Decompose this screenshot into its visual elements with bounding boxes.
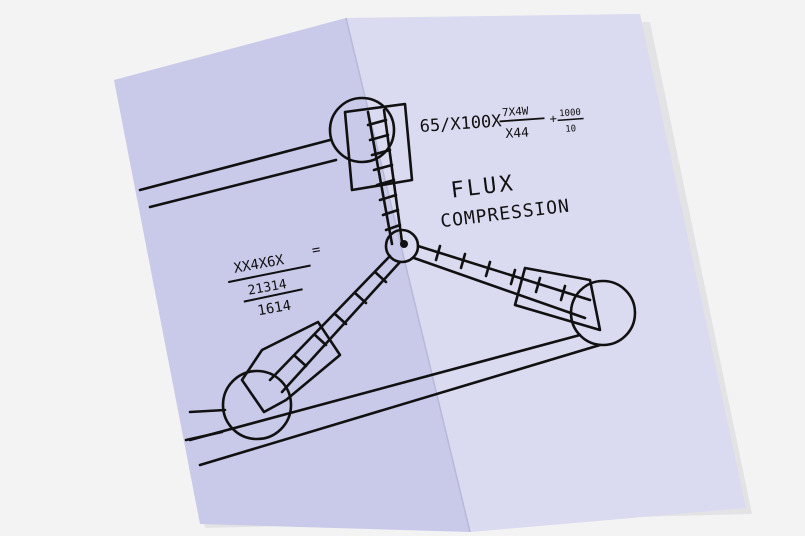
left-tube xyxy=(268,254,402,394)
formula-top-frac2-den: 10 xyxy=(565,124,577,135)
left-module-circle xyxy=(221,369,293,441)
left-module-box xyxy=(240,320,342,414)
formula-top-frac2-num: 1000 xyxy=(559,108,581,119)
right-module-circle xyxy=(569,279,637,347)
right-module-box xyxy=(513,266,602,332)
road-line xyxy=(188,333,582,442)
flux-capacitor-drawing xyxy=(138,96,637,467)
formula-left: XX4X6X = 21314 1614 xyxy=(227,242,322,320)
paper-fold xyxy=(345,17,471,533)
formula-left-line2: 21314 xyxy=(247,277,288,299)
top-module-box xyxy=(343,102,414,192)
top-tube xyxy=(366,108,404,246)
road-line xyxy=(138,138,332,192)
formula-top: 65/X100X 7X4W X44 + 1000 10 xyxy=(419,104,584,142)
formula-top-numerator: 7X4W xyxy=(502,104,530,119)
formula-left-equals: = xyxy=(311,242,322,259)
road-line xyxy=(148,158,338,209)
formula-top-denominator: X44 xyxy=(505,125,530,142)
road-line xyxy=(198,343,602,467)
top-module-circle xyxy=(328,96,396,164)
formula-top-plus: + xyxy=(549,111,557,125)
paper-left-panel xyxy=(114,18,470,532)
formula-left-line3: 1614 xyxy=(256,298,292,320)
right-tube xyxy=(412,244,592,320)
